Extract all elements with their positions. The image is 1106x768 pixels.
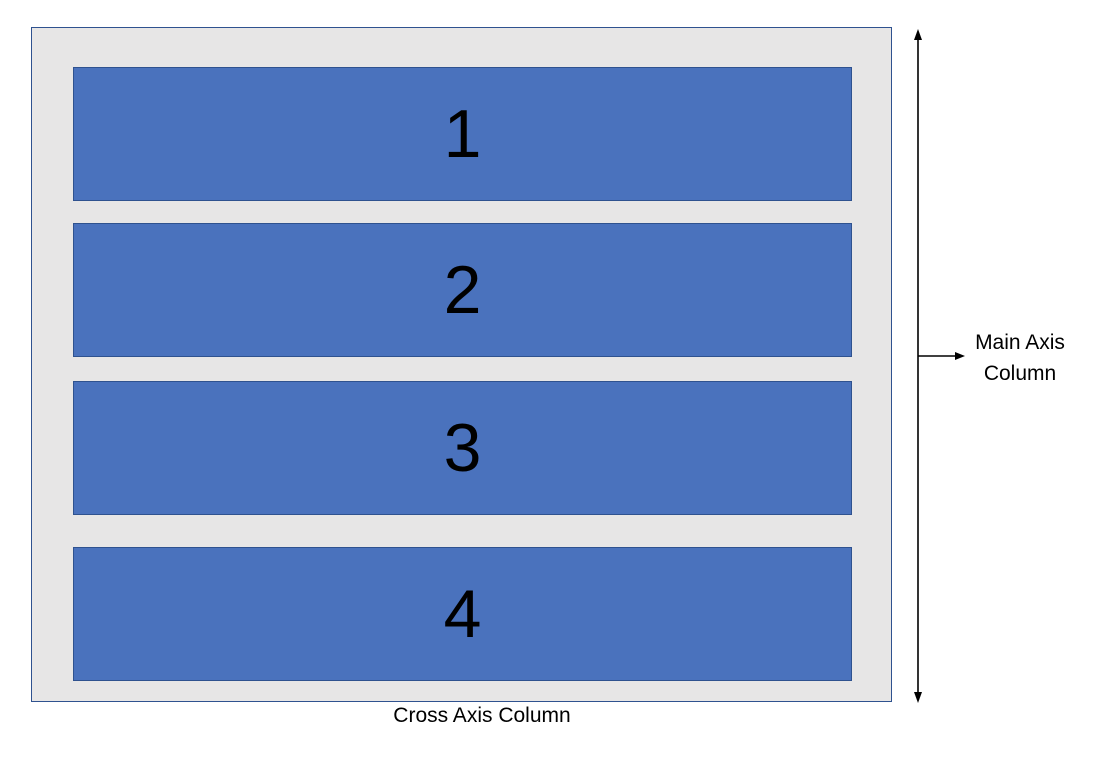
flex-item-label: 2	[443, 252, 482, 328]
flex-item-1: 1	[73, 67, 852, 201]
main-axis-label-line1: Main Axis	[975, 331, 1065, 354]
flex-item-label: 3	[443, 410, 482, 486]
cross-axis-label: Cross Axis Column	[393, 704, 571, 727]
flex-item-2: 2	[73, 223, 852, 357]
main-axis-arrowhead-down	[914, 692, 922, 703]
flex-item-4: 4	[73, 547, 852, 681]
main-axis-arrowhead-up	[914, 29, 922, 40]
main-axis-label-line2: Column	[983, 362, 1057, 385]
flex-item-label: 1	[443, 96, 482, 172]
flex-item-3: 3	[73, 381, 852, 515]
flex-container-column: 1 2 3 4	[31, 27, 892, 702]
flex-item-label: 4	[443, 576, 482, 652]
main-axis-label: Main Axis Column	[952, 327, 1088, 389]
